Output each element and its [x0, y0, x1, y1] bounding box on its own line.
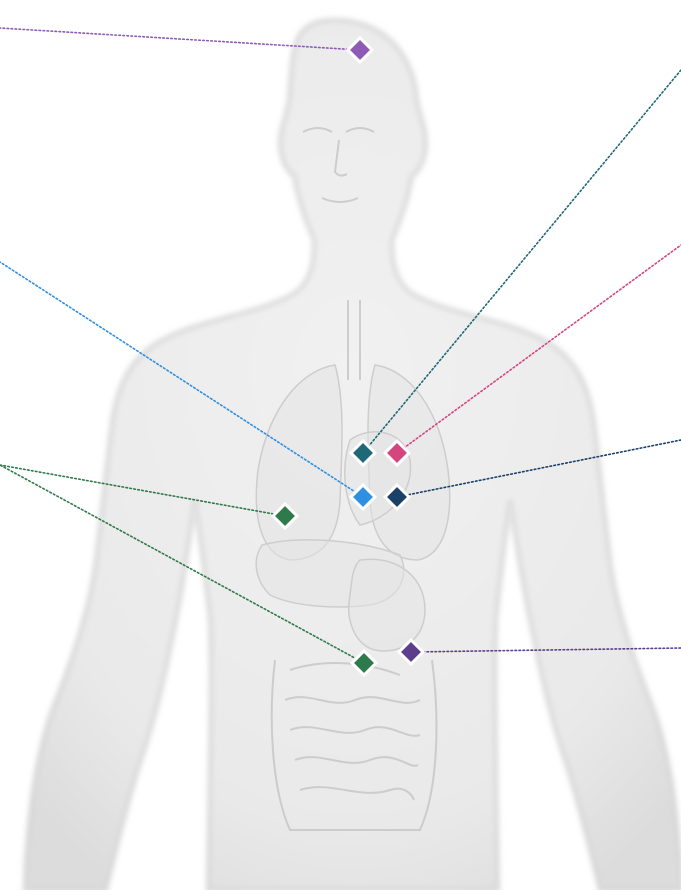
anatomy-svg	[0, 0, 681, 890]
anatomy-figure	[0, 0, 681, 890]
